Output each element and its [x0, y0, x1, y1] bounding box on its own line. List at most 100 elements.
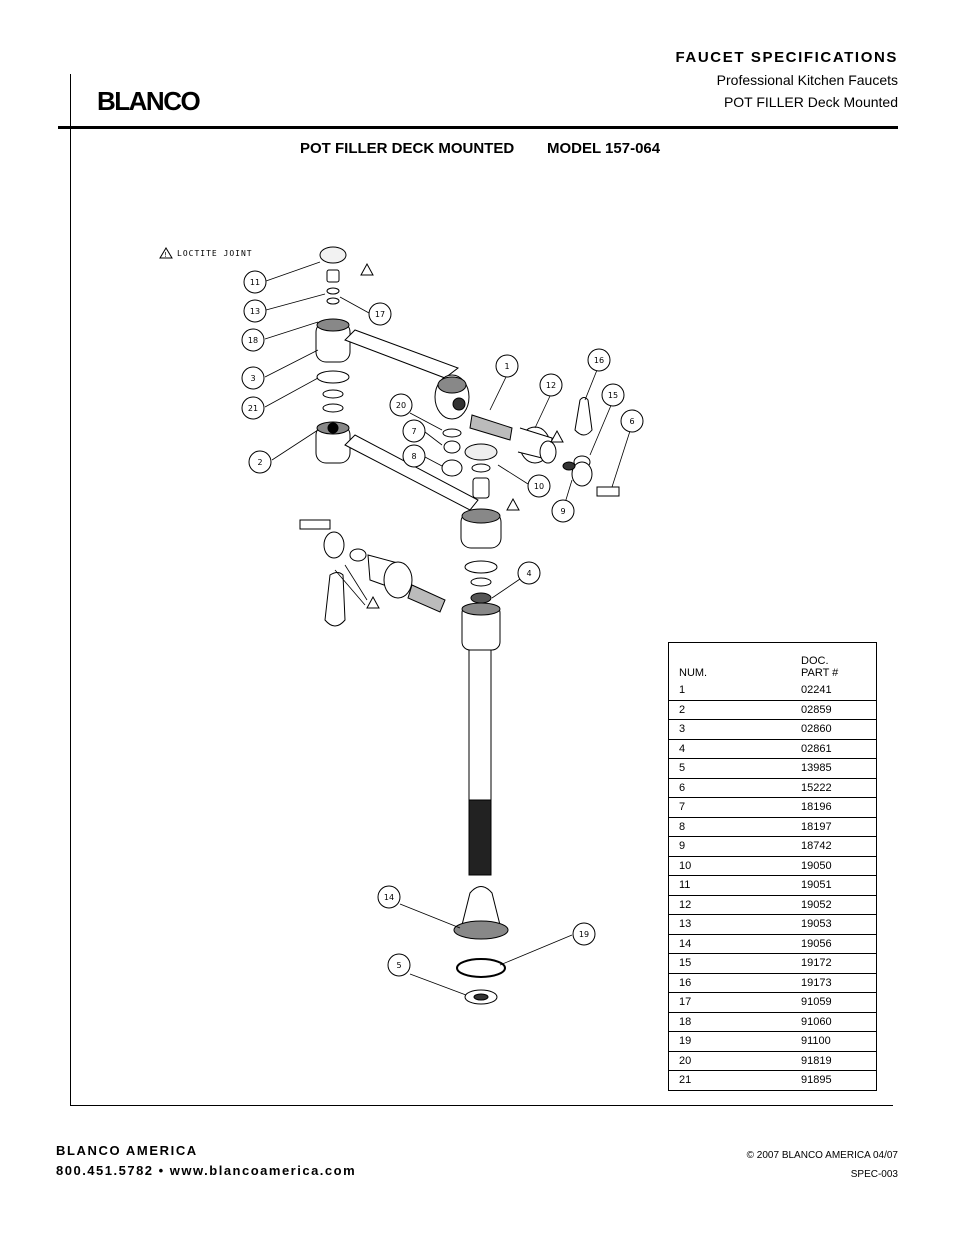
- footer-company: BLANCO AMERICA: [56, 1143, 198, 1158]
- callout-circle: [620, 409, 644, 433]
- lower-swing-arm: [315, 421, 479, 511]
- callout-circle: [402, 419, 426, 443]
- header-num: NUM.: [679, 667, 708, 679]
- doc-part-cell: 19052: [791, 895, 877, 915]
- vertical-rule: [70, 74, 71, 1106]
- upper-swing-arm: [315, 318, 470, 420]
- doc-part-cell: 19056: [791, 934, 877, 954]
- callout-13: 13: [250, 307, 260, 316]
- doc-part-cell: 91100: [791, 1031, 877, 1052]
- loctite-note: LOCTITE JOINT: [177, 249, 253, 258]
- callout-4: 4: [526, 569, 531, 578]
- part-num-cell: 21: [679, 1074, 692, 1087]
- callout-19: 19: [579, 930, 589, 939]
- callout-circle: [241, 366, 265, 390]
- callout-circle: [243, 299, 267, 323]
- callout-5: 5: [396, 961, 401, 970]
- callout-circle: [572, 922, 596, 946]
- part-num-cell: 11: [668, 875, 791, 896]
- footer-copyright: © 2007 BLANCO AMERICA 04/07: [746, 1150, 898, 1161]
- callout-circle: [241, 396, 265, 420]
- part-num-cell: 20: [668, 1051, 791, 1071]
- footer-rule: [70, 1105, 893, 1106]
- callout-8: 8: [411, 452, 416, 461]
- doc-part-cell: 91819: [791, 1051, 877, 1071]
- callout-circle: [539, 373, 563, 397]
- part-num-cell: 5: [668, 758, 791, 779]
- callout-circle: [241, 328, 265, 352]
- doc-part-cell: 15222: [791, 778, 877, 798]
- callout-21: 21: [248, 404, 258, 413]
- part-num-cell: 10: [668, 856, 791, 876]
- callout-18: 18: [248, 336, 258, 345]
- callout-circle: [551, 499, 575, 523]
- callout-circle: [601, 383, 625, 407]
- doc-part-cell: 13985: [791, 758, 877, 779]
- callout-12: 12: [546, 381, 556, 390]
- product-name: POT FILLER DECK MOUNTED: [300, 140, 515, 157]
- spec-title: FAUCET SPECIFICATIONS: [675, 49, 898, 66]
- part-num-cell: 1: [668, 681, 791, 701]
- part-num-cell: 4: [668, 739, 791, 759]
- callout-16: 16: [594, 356, 604, 365]
- part-num-cell: 16: [668, 973, 791, 993]
- spec-subtitle-line2: POT FILLER Deck Mounted: [723, 94, 898, 110]
- callout-circle: [389, 393, 413, 417]
- header-doc-part: DOC. PART #: [791, 643, 877, 682]
- doc-part-cell: 91895: [801, 1074, 832, 1087]
- part-num-cell: 6: [668, 778, 791, 798]
- callout-14: 14: [384, 893, 394, 902]
- callout-circle: [527, 474, 551, 498]
- cap-part: [319, 246, 347, 264]
- callout-circle: [368, 302, 392, 326]
- washer-part: [326, 297, 340, 305]
- callout-17: 17: [375, 310, 385, 319]
- doc-part-cell: 18196: [791, 797, 877, 818]
- callout-circle: [248, 450, 272, 474]
- doc-part-cell: 91060: [791, 1012, 877, 1032]
- callout-2: 2: [257, 458, 262, 467]
- callout-11: 11: [250, 278, 260, 287]
- washer-part: [326, 287, 340, 295]
- part-num-cell: 8: [668, 817, 791, 837]
- doc-part-cell: 02859: [791, 700, 877, 720]
- base-escutcheon: [453, 886, 509, 1005]
- callout-circle: [517, 561, 541, 585]
- central-body: [460, 508, 502, 876]
- callout-1: 1: [504, 362, 509, 371]
- left-valve-assembly: [299, 519, 446, 627]
- part-num-cell: 17: [668, 992, 791, 1013]
- callout-6: 6: [629, 417, 634, 426]
- callout-circle: [387, 953, 411, 977]
- table-row: 21 91895: [669, 1071, 877, 1091]
- footer-spec-code: SPEC-003: [850, 1169, 898, 1180]
- header-rule: [58, 126, 898, 129]
- doc-part-cell: 91059: [791, 992, 877, 1013]
- callout-circle: [587, 348, 611, 372]
- callout-circle: [495, 354, 519, 378]
- part-num-cell: 12: [668, 895, 791, 915]
- doc-part-cell: 02241: [791, 681, 877, 701]
- header-doc: DOC.: [801, 655, 829, 667]
- doc-part-cell: 19050: [791, 856, 877, 876]
- callout-circle: [402, 444, 426, 468]
- model-number: MODEL 157-064: [547, 140, 661, 157]
- right-valve-assembly: [469, 397, 620, 497]
- loctite-warning-icon: !: [159, 247, 173, 259]
